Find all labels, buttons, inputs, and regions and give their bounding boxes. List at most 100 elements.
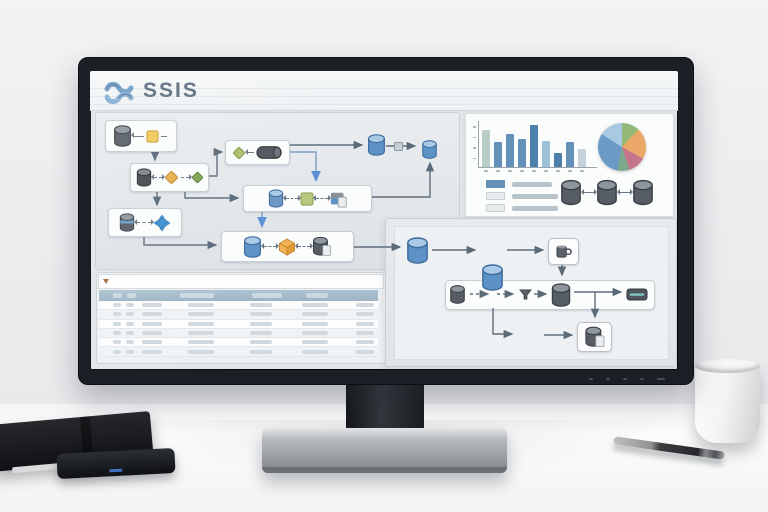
legend-swatch [486,192,505,200]
link-arrow [261,242,279,249]
bar-chart-x-ticks [482,170,586,173]
link-arrow [295,242,313,249]
x-tick [506,170,514,173]
orange-cube-icon [279,238,295,255]
placeholder-pill [302,349,328,354]
grid-row[interactable] [99,319,378,329]
bar-chart-y-axis [478,121,479,168]
menu-row-divider [90,104,678,105]
grid-row[interactable] [99,301,378,311]
placeholder-pill [252,293,282,298]
bar [578,149,586,167]
bar-chart-bars [482,123,586,167]
placeholder-pill [142,303,162,308]
green-square-icon [299,191,314,206]
placeholder-pill [356,312,374,317]
placeholder-pill [250,340,272,345]
x-tick [518,170,526,173]
database-dark-icon [597,179,617,206]
connector-square [394,142,403,151]
green-diamond-icon [190,171,204,184]
bar [494,142,502,167]
grid-header[interactable] [99,290,426,301]
placeholder-pill [250,321,272,326]
placeholder-pill [356,303,374,308]
folder-page-icon [329,191,347,208]
x-tick [578,170,586,173]
placeholder-pill [302,303,328,308]
placeholder-pill [142,331,162,336]
link-arrow [180,173,192,180]
bar [482,130,490,167]
grid-row[interactable] [99,328,378,339]
flow-node-split[interactable] [108,208,182,237]
database-dark-icon [561,179,581,206]
flow-node-source[interactable] [105,120,177,152]
link-arrow [150,173,165,180]
placeholder-pill [113,349,121,354]
green-diamond-icon [232,146,246,159]
link-arrow [131,132,144,139]
monitor: SSIS [78,57,694,385]
app-header: SSIS [90,71,678,111]
placeholder-pill [188,312,214,317]
placeholder-pill [356,331,374,336]
database-blue-icon[interactable] [367,134,386,156]
monitor-stand-neck [346,383,424,431]
striped-box-icon [626,288,648,301]
database-dark-icon [136,168,151,187]
bar [566,142,574,167]
database-page-icon [584,326,605,347]
bar-chart-y-ticks [473,126,476,168]
placeholder-pill [142,312,162,317]
x-tick [530,170,538,173]
x-tick [494,170,502,173]
placeholder-pill [356,349,374,354]
bar [506,134,514,167]
filter-icon[interactable] [103,279,109,284]
flow-node-decision[interactable] [130,163,209,192]
flow-node-process[interactable] [225,140,290,165]
flow-node-load[interactable] [221,231,354,262]
flow-node-transform[interactable] [243,185,372,212]
placeholder-pill [302,331,328,336]
x-tick [554,170,562,173]
legend-swatch [486,204,505,212]
database-blue-icon[interactable] [419,140,440,159]
legend-label-line [512,181,552,187]
funnel-icon [519,289,532,300]
legend-label-line [512,205,558,211]
monitor-buttons [589,378,665,380]
flow-node-destination[interactable] [577,322,612,352]
database-dark-icon [450,285,465,304]
flow-node-mug-task[interactable] [548,238,579,265]
grid-row[interactable] [99,347,378,357]
database-striped-icon [119,213,135,232]
grid-toolbar [98,274,384,289]
placeholder-pill [126,340,134,345]
barrel-icon [256,146,282,159]
bar [542,141,550,167]
mug-icon [556,244,572,258]
placeholder-pill [306,293,328,298]
placeholder-pill [142,340,162,345]
placeholder-pill [356,321,374,326]
placeholder-pill [188,321,214,326]
x-tick [542,170,550,173]
placeholder-pill [188,331,214,336]
flow-node-source-edit-1[interactable] [405,237,678,264]
monitor-stand-base [262,428,507,473]
database-chain [560,179,654,206]
bar-chart-x-axis [478,167,597,168]
placeholder-pill [302,321,328,326]
pie-chart [598,123,646,171]
database-page-icon [312,236,332,256]
flow-node-source-edit-2[interactable] [480,264,678,291]
placeholder-pill [250,331,272,336]
legend-row [486,204,558,212]
placeholder-pill [113,312,121,317]
grid-row[interactable] [99,310,378,320]
placeholder-pill [250,303,272,308]
database-dark-icon [114,125,131,147]
grid-row[interactable] [99,338,378,348]
